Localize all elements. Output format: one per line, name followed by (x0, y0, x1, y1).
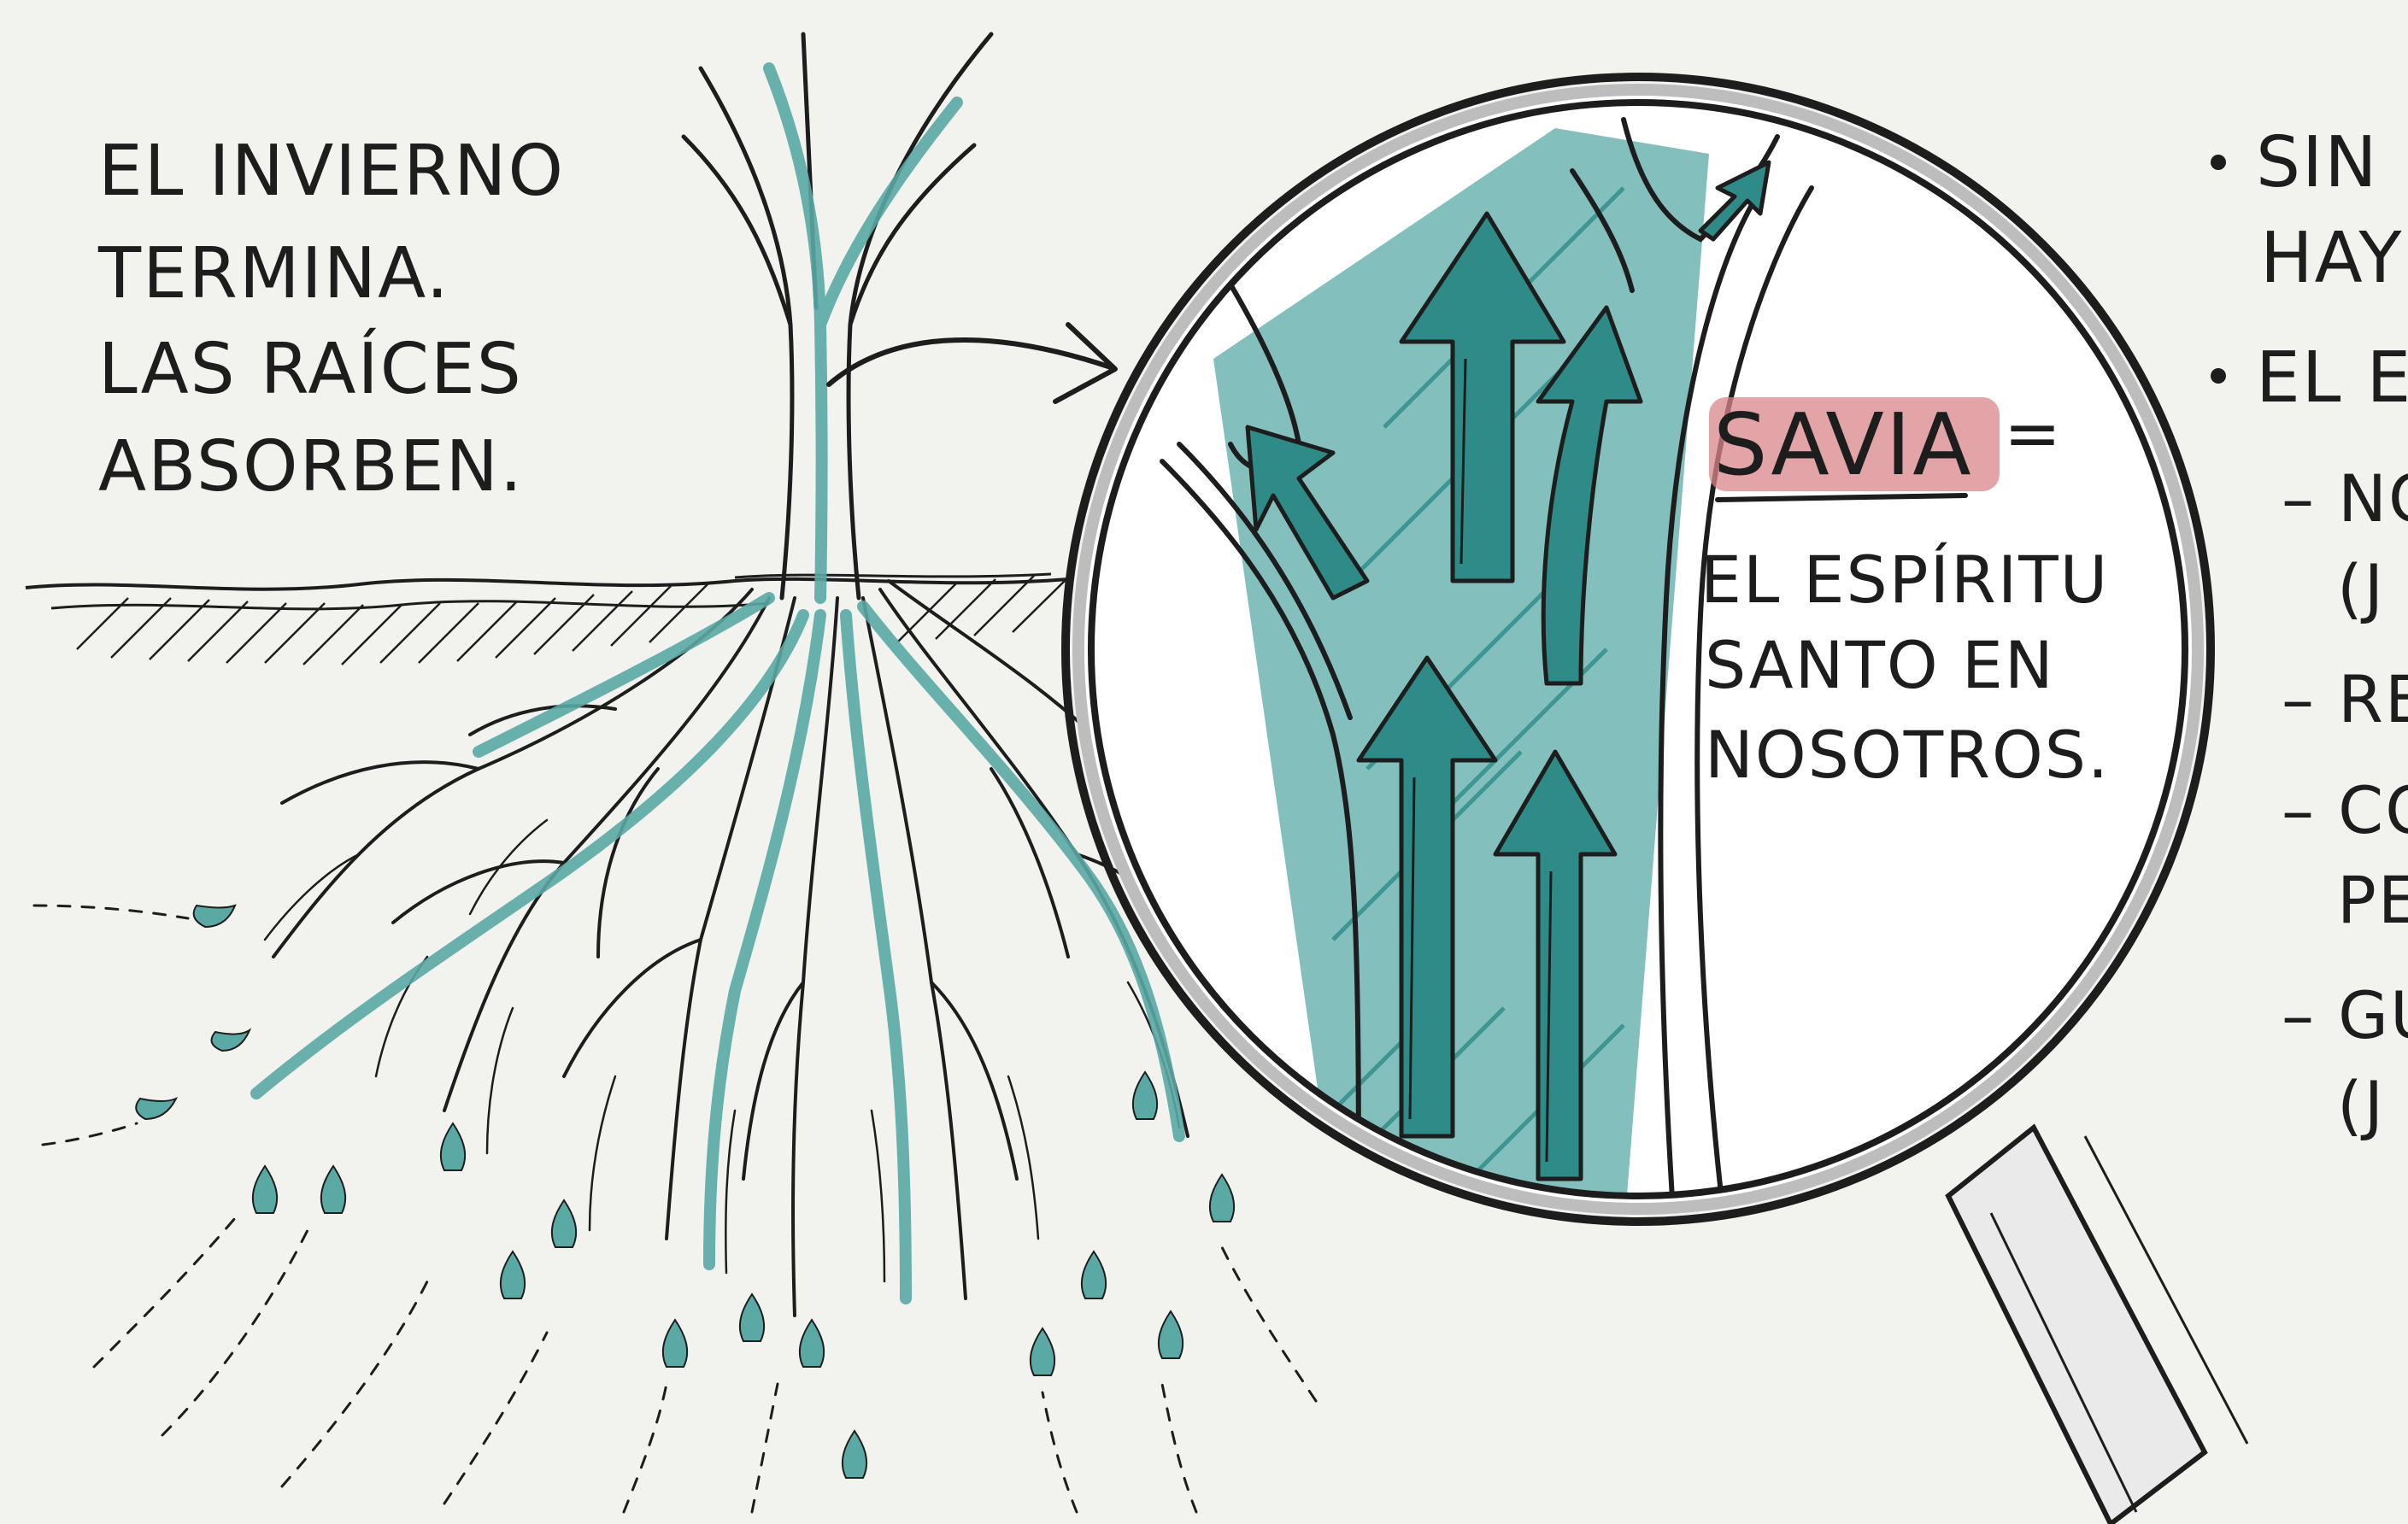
magnifying-glass-icon (1061, 73, 2249, 1524)
bullet-dot (2211, 368, 2226, 384)
tree-roots (272, 579, 1224, 1317)
note-bullet-1-cont: HAY (2260, 218, 2403, 299)
droplet-trails (32, 904, 1318, 1514)
intro-line: EL INVIERNO (98, 131, 565, 212)
note-sub-item: – RE (2282, 661, 2408, 737)
keyword-savia: SAVIA (1713, 395, 1973, 495)
keyword-highlight (1709, 397, 2000, 491)
note-sub-item: – NO (2282, 460, 2408, 536)
keyword-underline (1715, 493, 1968, 502)
ground-soil (25, 572, 1069, 665)
intro-line: LAS RAÍCES (98, 328, 523, 410)
definition-line: SANTO EN (1705, 627, 2055, 703)
note-bullet-1: SIN (2256, 122, 2379, 203)
intro-line: ABSORBEN. (98, 426, 524, 507)
keyword-equals: = (2004, 394, 2063, 473)
note-sub-item: – GU (2282, 977, 2408, 1053)
note-bullet-2: EL E (2256, 337, 2408, 419)
intro-text: EL INVIERNO TERMINA. LAS RAÍCES ABSORBEN… (97, 131, 565, 507)
note-sub-item-cont: (J (2337, 1067, 2385, 1143)
definition-line: EL ESPÍRITU (1700, 542, 2109, 618)
water-droplets (135, 904, 1236, 1479)
definition-line: NOSOTROS. (1705, 717, 2110, 793)
lens-text: SAVIA = EL ESPÍRITU SANTO EN NOSOTROS. (1700, 394, 2110, 793)
note-sub-item-cont: (J (2337, 550, 2385, 626)
root-sap-channels (250, 592, 1185, 1304)
right-notes: SIN HAY EL E – NO (J – RE – CO PE – GU (… (2211, 122, 2408, 1143)
intro-line: TERMINA. (97, 233, 450, 314)
zoom-arrow (826, 322, 1118, 404)
note-sub-item: – CO (2282, 772, 2408, 848)
note-sub-item-cont: PE (2337, 862, 2408, 938)
bullet-dot (2211, 155, 2226, 170)
